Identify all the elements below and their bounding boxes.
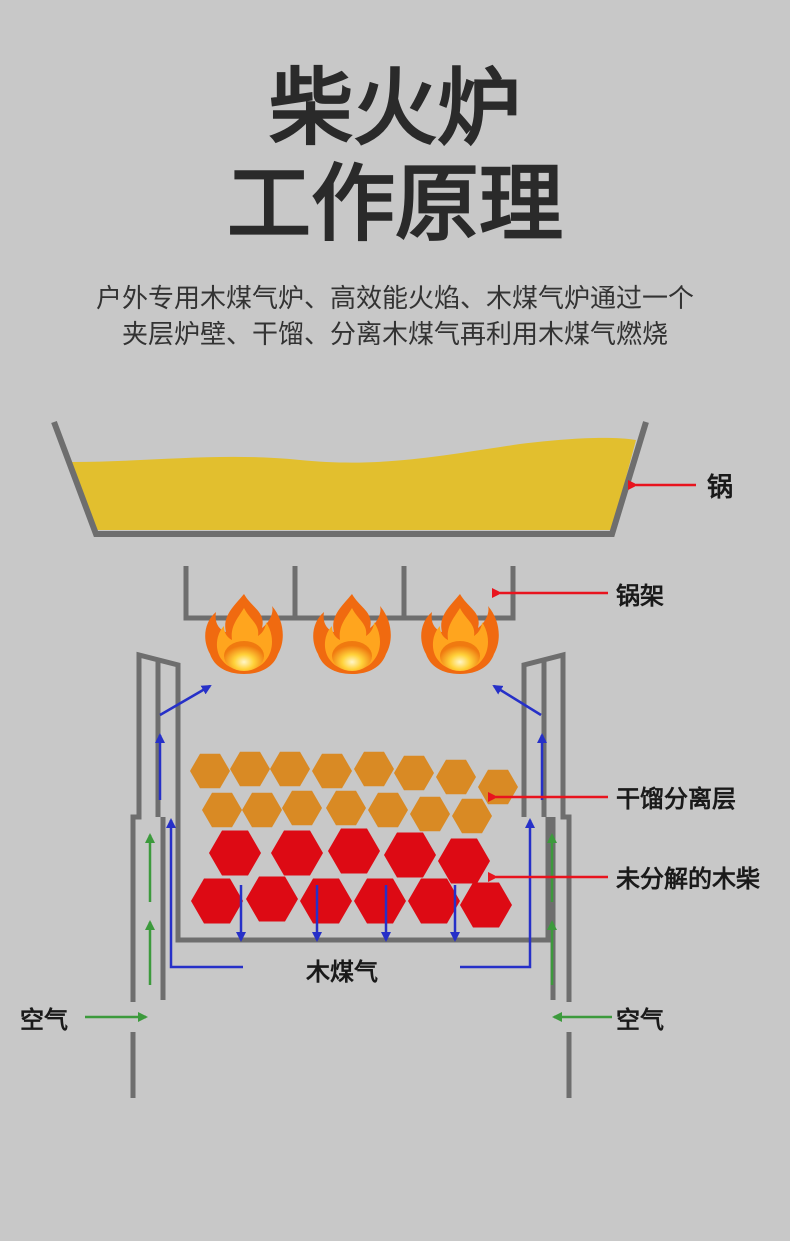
air-flow-arrows [85,833,612,1022]
label-pot-stand: 锅架 [616,582,664,610]
label-air-right: 空气 [616,1006,664,1034]
fuel-piece [368,792,408,828]
fuel-piece [438,838,490,884]
fuel-piece [191,878,243,924]
flame-icon [313,594,391,674]
fuel-piece [354,878,406,924]
subtitle-line-2: 夹层炉壁、干馏、分离木煤气再利用木煤气燃烧 [121,320,668,350]
label-distillation-layer: 干馏分离层 [616,785,736,813]
label-pointers [488,480,696,882]
fuel-piece [202,792,242,828]
fuel-piece [270,751,310,787]
fuel-piece [312,753,352,789]
label-pot: 锅 [707,473,733,503]
fuel-piece [478,769,518,805]
fuel-piece [190,753,230,789]
fuel-piece [394,755,434,791]
fuel-piece [408,878,460,924]
label-wood-gas: 木煤气 [305,958,378,986]
fuel-piece [452,798,492,834]
fuel-piece [282,790,322,826]
fuel-piece [410,796,450,832]
fuel-piece [460,882,512,928]
fuel-piece [300,878,352,924]
label-air-left: 空气 [20,1006,68,1034]
label-undecomposed-wood: 未分解的木柴 [616,865,761,893]
fuel-piece [242,792,282,828]
fuel-piece [209,830,261,876]
fuel-piece [328,828,380,874]
fuel-piece [246,876,298,922]
title-line-2: 工作原理 [226,155,563,253]
fuel-piece [326,790,366,826]
undecomposed-wood-fuel [191,828,512,928]
fuel-piece [354,751,394,787]
subtitle-line-1: 户外专用木煤气炉、高效能火焰、木煤气炉通过一个 [95,284,694,314]
flame-icon [205,594,283,674]
distillation-layer-fuel [190,751,518,834]
flame-icon [421,594,499,674]
fuel-piece [436,759,476,795]
fuel-piece [384,832,436,878]
fuel-piece [230,751,270,787]
fuel-piece [271,830,323,876]
wood-gas-flow-arrows [155,684,547,969]
pot [51,420,649,537]
title-line-1: 柴火炉 [268,59,521,157]
